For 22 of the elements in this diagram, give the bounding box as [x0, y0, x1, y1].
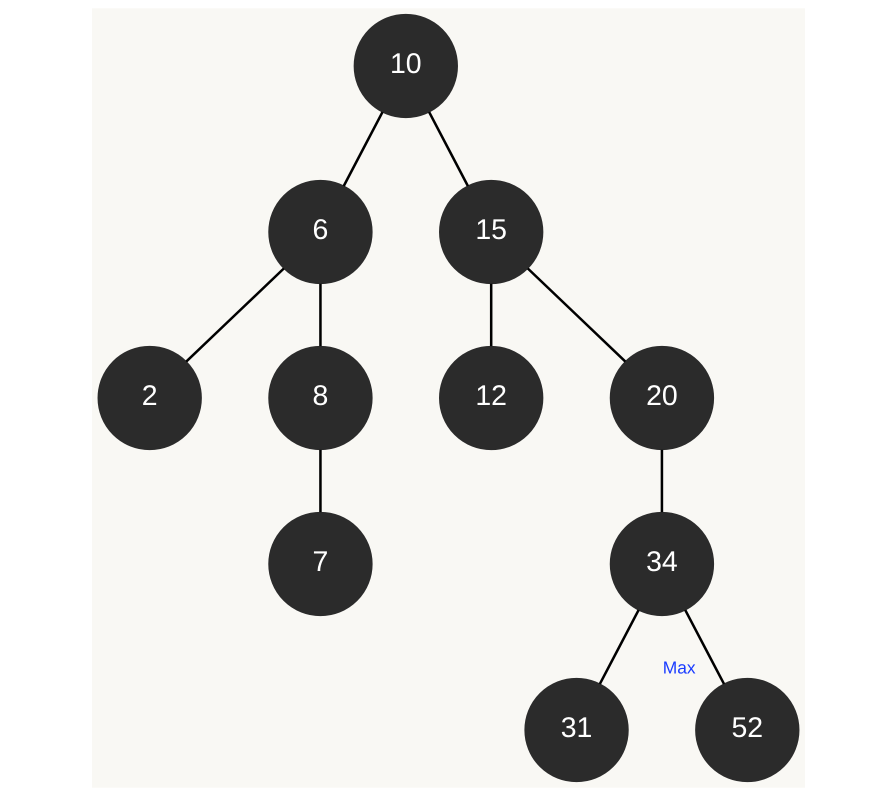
node-circle: 12 [438, 346, 543, 450]
connector [489, 284, 492, 346]
node-circle: 34 [609, 512, 714, 616]
node-circle: 52 [694, 678, 799, 782]
connector [428, 112, 468, 187]
node-circle: 6 [268, 180, 372, 284]
node-circle: 2 [97, 346, 202, 450]
connector [184, 268, 284, 362]
node-label: Max [662, 658, 696, 678]
node-circle: 15 [438, 180, 543, 284]
connector [526, 268, 626, 362]
connector [598, 610, 640, 685]
node-circle: 8 [268, 346, 372, 450]
connector [318, 450, 322, 512]
node-circle: 10 [353, 14, 458, 118]
connector [660, 450, 663, 512]
node-circle: 20 [609, 346, 714, 450]
connector [684, 610, 725, 685]
connector [318, 284, 322, 346]
connector [342, 112, 384, 187]
node-circle: 7 [268, 512, 372, 616]
node-circle: 31 [524, 678, 628, 782]
